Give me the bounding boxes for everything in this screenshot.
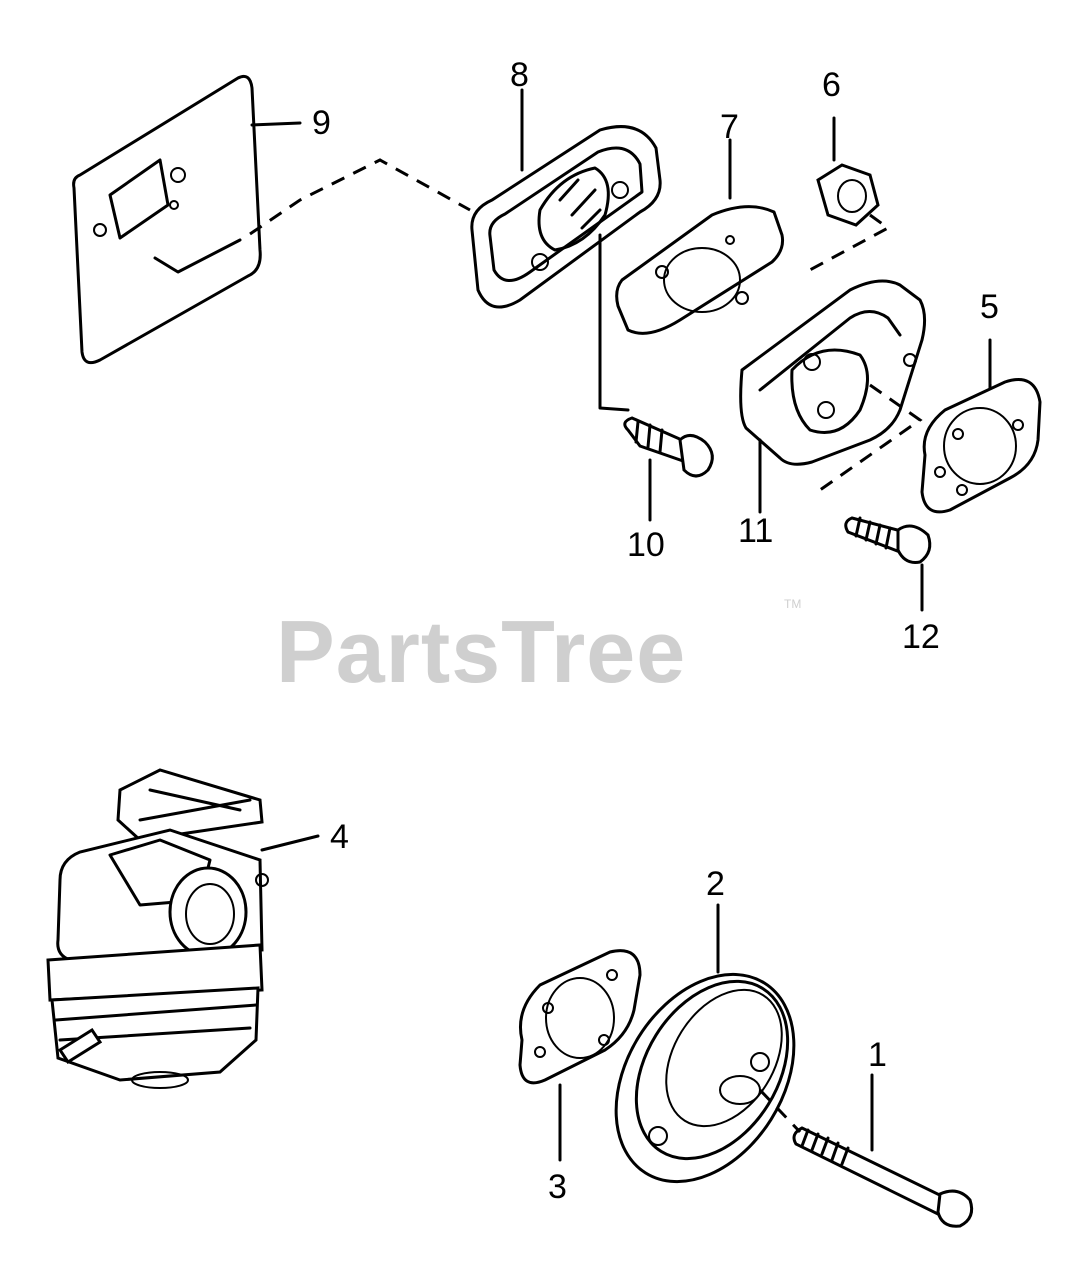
reflector-plate-icon	[614, 903, 796, 1184]
callout-8: 8	[510, 56, 529, 94]
callout-1: 1	[868, 1036, 887, 1074]
callout-5: 5	[980, 288, 999, 326]
screw-icon	[844, 516, 932, 612]
watermark-trademark: TM	[784, 597, 801, 611]
leader-dashed-2-1	[758, 1088, 802, 1134]
nut-icon	[805, 116, 891, 274]
gasket-icon	[615, 138, 784, 335]
callout-3: 3	[548, 1168, 567, 1206]
bolt-icon	[598, 233, 714, 522]
heat-shield-icon	[72, 74, 302, 365]
callout-7: 7	[720, 108, 739, 146]
callout-11: 11	[738, 512, 773, 550]
callout-9: 9	[312, 104, 331, 142]
gasket-icon	[518, 949, 642, 1162]
gasket-icon	[920, 338, 1042, 514]
bolt-icon	[792, 1073, 974, 1228]
callout-4: 4	[330, 818, 349, 856]
watermark: PartsTree TM	[276, 597, 801, 701]
leader-dashed-11-5	[819, 383, 923, 492]
insulator-icon	[739, 279, 927, 514]
watermark-text: PartsTree	[276, 602, 686, 701]
callout-10: 10	[627, 526, 665, 564]
muffler-icon	[470, 88, 662, 309]
carburetor-icon	[46, 768, 320, 1089]
callout-12: 12	[902, 618, 940, 656]
callout-2: 2	[706, 865, 725, 903]
callout-labels: 1 2 3 4 5 6 7 8 9 10 11 12	[312, 56, 999, 1206]
callout-6: 6	[822, 66, 841, 104]
leader-dashed-9-8	[249, 158, 471, 236]
